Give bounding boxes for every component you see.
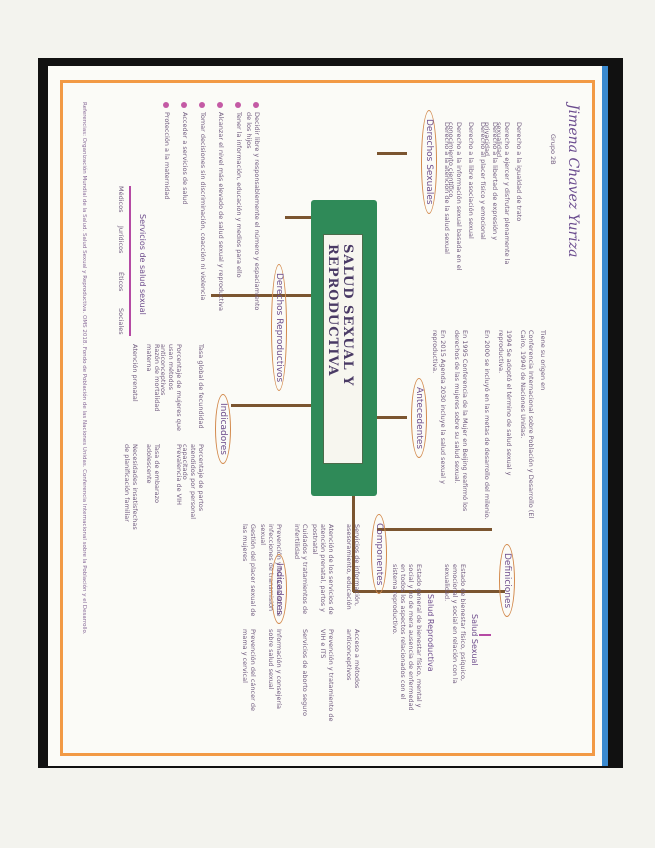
indicadores-node: Indicadores	[215, 394, 231, 464]
list-item: Tener la información, educación y medios…	[235, 112, 243, 278]
componentes-node: Componentes	[371, 514, 387, 595]
list-item: En 2000 se incluyó en las metas de desar…	[483, 330, 491, 520]
indicadores-node-2: Indicadores	[271, 554, 287, 624]
connector	[377, 528, 492, 531]
bullet-dot	[217, 102, 223, 108]
list-item: Tiene su origen en	[539, 330, 547, 391]
list-item: Prevalencia de VIH	[175, 444, 183, 505]
list-item: Alcanzar el nivel más elevado de salud s…	[217, 112, 225, 311]
list-item: Tomar decisiones sin discriminación, coa…	[199, 112, 207, 301]
main-title: SALUD SEXUAL Y REPRODUCTIVA	[325, 244, 355, 387]
bullet-dot	[181, 102, 187, 108]
connector	[211, 294, 311, 297]
salud-reproductiva-label: Salud Reproductiva	[426, 594, 435, 672]
list-item: Tasa global de fecundidad	[197, 344, 205, 429]
list-item: Atención prenatal	[131, 344, 139, 402]
list-item: Porcentaje de partos atendidos por perso…	[180, 444, 205, 520]
salud-reproductiva-desc: Estado general de bienestar físico, ment…	[390, 564, 423, 711]
connector	[377, 416, 407, 419]
bullet-dot	[235, 102, 241, 108]
list-item: Atención de los servicios de atención pr…	[310, 524, 335, 615]
list-item: Acceder a servicios de salud	[181, 112, 189, 205]
servicio-item: Sociales	[117, 308, 125, 335]
list-item: Necesidades insatisfechas de planificaci…	[122, 444, 139, 530]
list-item: Prevención y tratamiento de VIH e ITS	[318, 629, 335, 722]
footnote: Referencias: Organización Mundial de la …	[81, 102, 87, 635]
salud-sexual-label: Salud Sexual	[470, 614, 479, 666]
connector	[479, 634, 491, 636]
derechos-sexuales-node: Derechos Sexuales	[421, 110, 437, 214]
connector	[129, 186, 131, 336]
derechos-reproductivos-node: Derechos Reproductivos	[271, 264, 287, 392]
list-item: Derecho a la atención de la salud sexual	[443, 122, 451, 254]
list-item: En 1995 Conferencia de la Mujer en Beiji…	[452, 330, 469, 512]
author-name: Jimena Chavez Yuriza	[565, 104, 581, 258]
bullet-dot	[199, 102, 205, 108]
list-item: Razón de mortalidad materna	[144, 344, 161, 412]
list-item: Prevención del cáncer de mama y cervical	[240, 629, 257, 711]
connector	[285, 216, 311, 219]
bullet-dot	[163, 102, 169, 108]
author-group: Grupo 2B	[549, 134, 557, 165]
list-item: Cuidados y tratamientos de infertilidad	[292, 524, 309, 615]
list-item: Servicios de aborto seguro	[301, 629, 309, 716]
title-banner: SALUD SEXUAL Y REPRODUCTIVA	[311, 200, 377, 496]
list-item: Derecho a la libre asociación sexual	[467, 122, 475, 239]
list-item: Gestión del placer sexual de las mujeres	[240, 524, 257, 617]
list-item: 1994 Se adoptó el término de salud sexua…	[496, 330, 513, 476]
servicio-item: Jurídicos	[117, 226, 125, 254]
list-item: Protección a la maternidad	[163, 112, 171, 200]
servicio-item: Éticos	[117, 272, 125, 292]
connector	[231, 404, 311, 407]
list-item: Derecho al placer físico y emocional	[479, 122, 487, 240]
list-item: Servicios de información, asesoramiento,…	[344, 524, 361, 610]
mind-map: Jimena Chavez Yuriza Grupo 2B SALUD SEXU…	[67, 94, 587, 742]
list-item: Derecho a la igualdad de trato	[515, 122, 523, 222]
servicio-item: Médicos	[117, 186, 125, 213]
antecedentes-node: Antecedentes	[411, 378, 427, 459]
list-item: Acceso a métodos anticonceptivos	[344, 629, 361, 689]
definiciones-node: Definiciones	[499, 544, 515, 618]
list-item: Porcentaje de mujeres que usan métodos a…	[158, 344, 183, 431]
list-item: Información y consejería sobre salud sex…	[266, 629, 283, 709]
bullet-dot	[253, 102, 259, 108]
connector	[377, 152, 407, 155]
list-item: Conferencia Internacional sobre Població…	[518, 330, 535, 519]
list-item: Decidir libre y responsablemente el núme…	[244, 112, 261, 311]
servicios-label: Servicios de salud sexual	[138, 214, 147, 315]
list-item: En 2015 Agenda 2030 incluye la salud sex…	[430, 330, 447, 484]
list-item: Tasa de embarazo adolescente	[144, 444, 161, 503]
salud-sexual-desc: Estado de bienestar físico, psíquico, em…	[442, 564, 467, 684]
orange-frame	[60, 80, 595, 756]
